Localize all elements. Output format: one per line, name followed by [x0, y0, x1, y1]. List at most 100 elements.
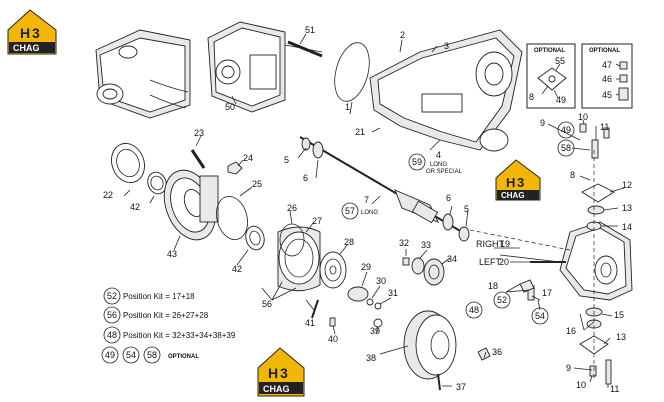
svg-text:3: 3 — [517, 175, 524, 190]
callout-23: 23 — [194, 128, 204, 138]
seal-5-lower-drawing — [458, 226, 470, 242]
callout-15: 15 — [614, 310, 624, 320]
bearing-6-drawing — [312, 141, 324, 159]
callout-30: 30 — [376, 276, 386, 286]
callout-29: 29 — [361, 262, 371, 272]
callout-48: 48 — [469, 305, 479, 315]
callout-43: 43 — [167, 249, 177, 259]
callout-51: 51 — [305, 25, 315, 35]
plug-40-drawing — [329, 317, 336, 327]
note-long-or-special-1: LONG — [430, 162, 447, 168]
label-left: LEFT — [479, 257, 502, 267]
part-callouts: 51 50 1 2 3 21 4 59 LONG OR SPECIAL 5 6 … — [103, 25, 632, 394]
callout-47: 47 — [602, 60, 612, 70]
seal-42-lower-drawing — [245, 225, 265, 251]
callout-33: 33 — [421, 240, 431, 250]
svg-text:H: H — [20, 25, 30, 41]
half-shaft-drawing — [299, 136, 463, 233]
callout-5b: 5 — [464, 204, 469, 214]
callout-52: 52 — [497, 295, 507, 305]
legend-kit-56-text: Position Kit = 26+27+28 — [123, 311, 209, 320]
callout-10b: 10 — [576, 380, 586, 390]
callout-2: 2 — [400, 30, 405, 40]
callout-54-circle — [531, 307, 549, 325]
callout-52-circle — [493, 291, 511, 309]
svg-text:CHAG: CHAG — [263, 384, 290, 394]
svg-text:H: H — [506, 175, 515, 190]
callout-50: 50 — [225, 102, 235, 112]
svg-text:CHAG: CHAG — [501, 191, 525, 200]
callout-5: 5 — [284, 155, 289, 165]
bolt-18-drawing — [519, 279, 535, 293]
legend-kit-52-text: Position Kit = 17+18 — [123, 292, 195, 301]
callout-49: 49 — [561, 125, 571, 135]
bearing-13-drawing — [587, 205, 605, 215]
callout-20: 20 — [499, 257, 509, 267]
cap-12-drawing — [581, 183, 615, 203]
callout-59: 59 — [412, 157, 422, 167]
callout-46: 46 — [602, 74, 612, 84]
callout-56: 56 — [262, 299, 272, 309]
callout-57: 57 — [345, 206, 355, 216]
callout-7: 7 — [364, 195, 369, 205]
callout-10: 10 — [578, 112, 588, 122]
callout-12: 12 — [622, 180, 632, 190]
callout-32: 32 — [399, 238, 409, 248]
callout-21: 21 — [355, 127, 365, 137]
callout-19: 19 — [500, 239, 510, 249]
callout-11b: 11 — [610, 384, 619, 394]
svg-text:3: 3 — [280, 365, 288, 381]
wheel-hub-cover-drawing — [403, 310, 457, 380]
legend-kit-56-ref: 56 — [107, 310, 117, 320]
callout-37: 37 — [456, 382, 466, 392]
planet-gear-34-drawing — [423, 258, 445, 286]
bolt-11-upper-drawing — [591, 139, 599, 159]
pin-31-drawing — [374, 302, 382, 310]
bearing-6-lower-drawing — [442, 213, 454, 231]
note-long-or-special-2: OR SPECIAL — [426, 169, 463, 175]
bolt-51-drawing — [287, 40, 323, 58]
gasket-25-drawing — [216, 195, 248, 241]
axle-housing-drawing — [369, 29, 523, 152]
callout-42: 42 — [130, 202, 140, 212]
callout-17: 17 — [542, 288, 552, 298]
gasket-1-drawing — [334, 42, 370, 102]
callout-31: 31 — [388, 288, 398, 298]
nut-10-upper-drawing — [579, 123, 587, 133]
callout-14: 14 — [622, 222, 632, 232]
optional-box-left: OPTIONAL — [526, 43, 576, 109]
callout-38: 38 — [366, 353, 376, 363]
legend-kit-48-ref: 48 — [107, 330, 117, 340]
leader-lines — [123, 33, 625, 388]
callout-11: 11 — [600, 122, 609, 132]
screw-41-drawing — [311, 299, 319, 319]
callout-59-circle — [408, 153, 426, 171]
legend-optional-49: 49 — [105, 350, 115, 360]
callout-24: 24 — [243, 153, 253, 163]
callout-8-optional: 8 — [529, 92, 534, 102]
label-right: RIGHT — [476, 239, 505, 249]
callout-9b: 9 — [566, 363, 571, 373]
callout-55: 55 — [555, 56, 565, 66]
hub-flange-drawing — [163, 169, 219, 241]
callout-4: 4 — [436, 150, 441, 160]
ring-gear-drawing — [277, 226, 321, 292]
legend-optional-58: 58 — [147, 350, 157, 360]
callout-54: 54 — [535, 311, 545, 321]
callout-41: 41 — [305, 318, 315, 328]
carrier-assembly-drawing — [207, 21, 323, 113]
seal-22-drawing — [111, 142, 145, 184]
callout-48-circle — [465, 301, 483, 319]
position-kit-legend: 52 Position Kit = 17+18 56 Position Kit … — [101, 287, 236, 364]
callout-26: 26 — [287, 203, 297, 213]
callout-22: 22 — [103, 190, 113, 200]
callout-27: 27 — [312, 216, 322, 226]
callout-9: 9 — [540, 118, 545, 128]
plug-36-drawing — [477, 347, 491, 361]
callout-45: 45 — [602, 90, 612, 100]
callout-34: 34 — [447, 254, 457, 264]
fitting-47-drawing — [603, 127, 610, 139]
callout-49-optional: 49 — [556, 95, 566, 105]
callout-39: 39 — [370, 326, 380, 336]
